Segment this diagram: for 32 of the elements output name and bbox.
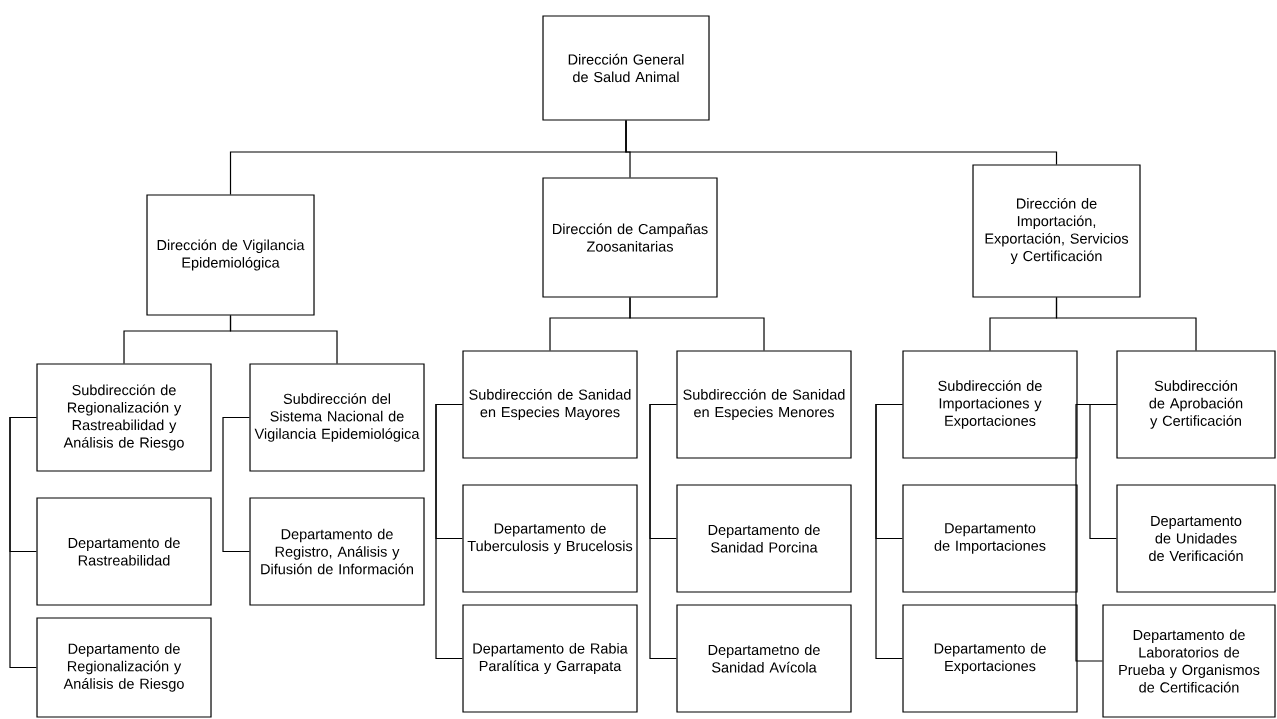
org-box: Departamento de Sanidad Porcina [676,484,852,593]
org-box: Departamento de Importaciones [902,484,1078,593]
org-box: Departamento de Laboratorios de Prueba y Organismos de Certificación [1102,604,1276,718]
connector-line [229,315,338,364]
connector-line [1089,403,1117,540]
connector-line [629,297,765,351]
connector-line [1055,297,1197,351]
org-box: Departamento de Rastreabilidad [36,497,212,606]
org-box: Departamento de Unidades de Verificación [1116,484,1276,593]
connector-line [1075,403,1117,662]
org-box: Subdirección del Sistema Nacional de Vigilancia Epidemiológica [249,363,425,472]
connector-line [435,403,463,660]
org-box: Dirección General de Salud Animal [542,15,710,121]
org-box: Departamento de Tuberculosis y Brucelosis [462,484,638,593]
connector-line [625,120,1058,165]
org-box: Dirección de Campañas Zoosanitarias [542,177,718,298]
org-box: Subdirección de Sanidad en Especies Mayores [462,350,638,459]
connector-line [875,403,903,660]
org-box: Departamento de Rabia Paralítica y Garrapata [462,604,638,713]
connector-line [222,416,250,553]
org-box: Subdirección de Importaciones y Exportaciones [902,350,1078,459]
org-box: Departametno de Sanidad Avícola [676,604,852,713]
org-box: Departamento de Exportaciones [902,604,1078,713]
org-box: Departamento de Regionalización y Análisis de Riesgo [36,617,212,718]
org-box: Subdirección de Aprobación y Certificación [1116,350,1276,459]
org-box: Subdirección de Sanidad en Especies Menores [676,350,852,459]
connector-line [9,416,37,669]
org-box: Dirección de Importación, Exportación, Servicios y Certificación [972,164,1141,298]
org-box: Departamento de Registro, Análisis y Difusión de Información [249,497,425,606]
connector-line [649,403,677,660]
org-box: Subdirección de Regionalización y Rastreabilidad y Análisis de Riesgo [36,363,212,472]
org-box: Dirección de Vigilancia Epidemiológica [146,194,315,316]
